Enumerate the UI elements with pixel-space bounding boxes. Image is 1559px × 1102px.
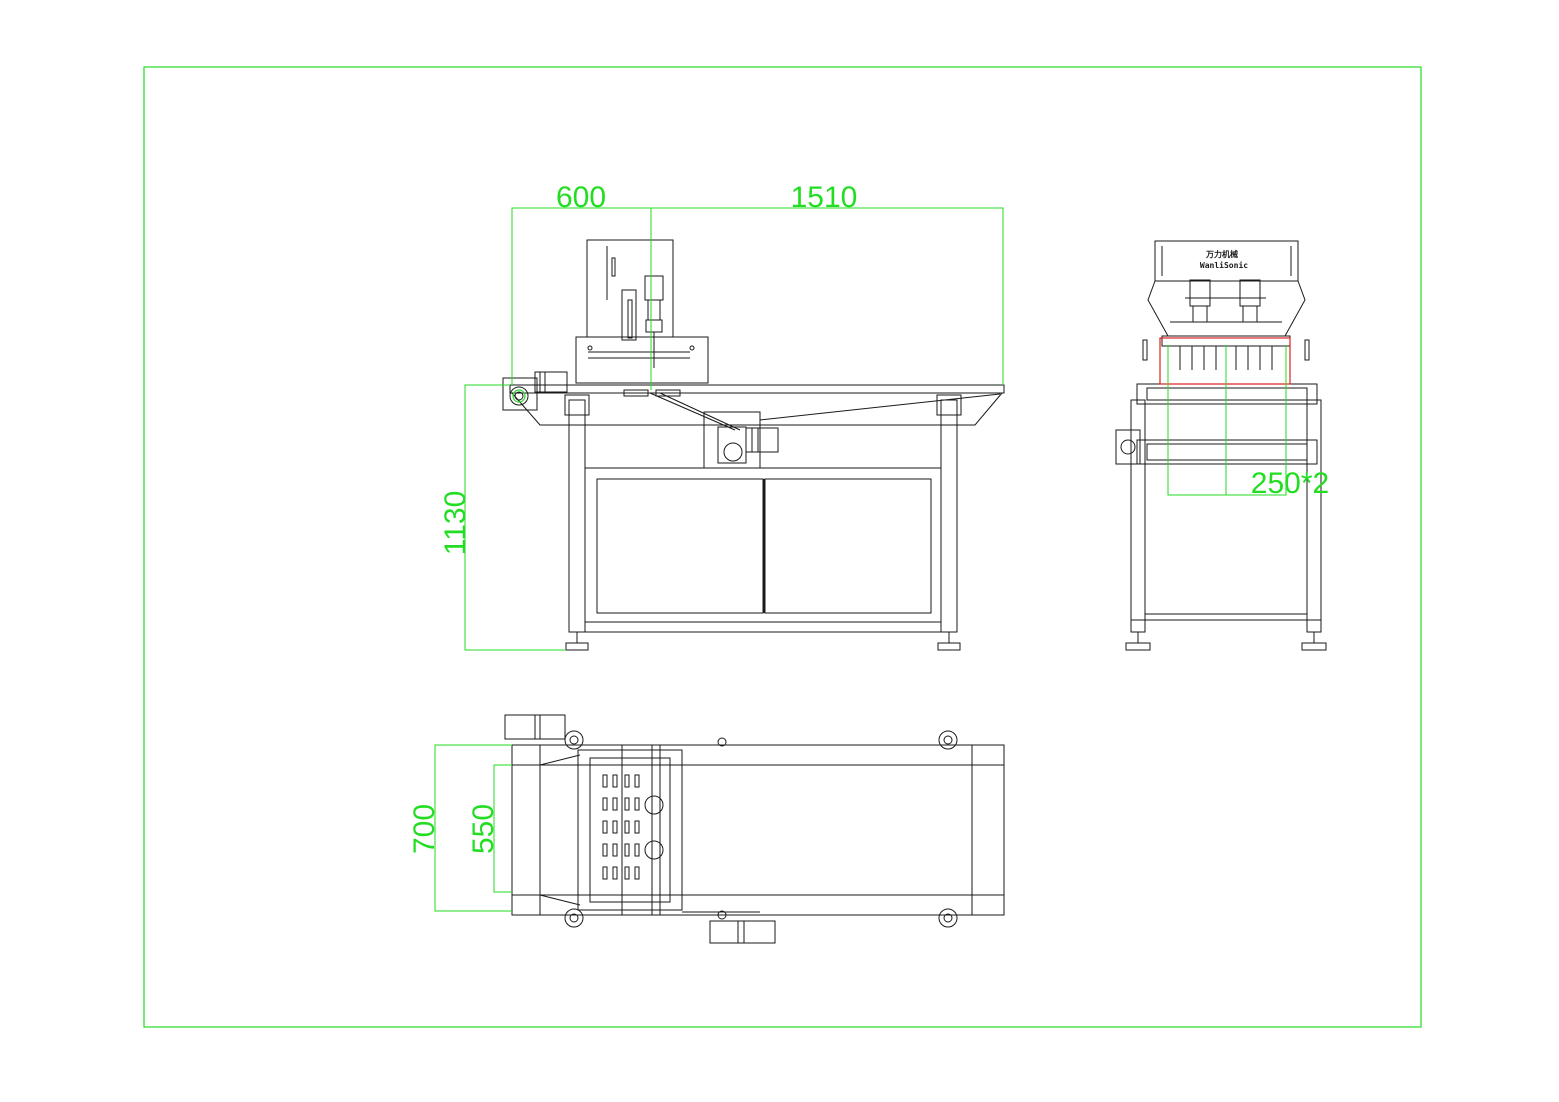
dim-side-width: 250*2 (1251, 467, 1329, 500)
dim-top-inner: 550 (467, 804, 500, 854)
front-dimensions (464, 207, 1004, 651)
brand-en: WanliSonic (1200, 260, 1248, 270)
dim-top-outer: 700 (408, 804, 441, 854)
dim-front-height: 1130 (439, 491, 472, 556)
mounting-plate (575, 336, 709, 384)
door-right (764, 478, 932, 614)
horn-highlight (1159, 337, 1291, 385)
head-housing (586, 239, 674, 338)
side-motor (1115, 429, 1141, 465)
top-dimensions (434, 744, 512, 912)
side-housing (1154, 240, 1299, 282)
left-motor (502, 377, 538, 411)
side-view (1115, 240, 1327, 651)
dim-front-right: 1510 (791, 181, 858, 214)
left-leg (568, 399, 586, 633)
front-view (502, 239, 1005, 651)
drawing-border (143, 66, 1422, 1028)
side-transducer-right (1239, 279, 1261, 307)
dim-front-left: 600 (556, 181, 606, 214)
side-dimensions (1167, 345, 1287, 496)
top-view (504, 714, 1005, 944)
right-leg (940, 399, 958, 633)
top-motor-bottom (709, 920, 776, 944)
brand-cn: 万力机械 (1205, 249, 1238, 259)
transducer (644, 275, 664, 301)
door-left (596, 478, 764, 614)
conveyor-frame (511, 744, 1005, 916)
head-assembly-top (577, 749, 683, 911)
side-transducer-left (1189, 279, 1211, 307)
table-top (509, 384, 1005, 394)
